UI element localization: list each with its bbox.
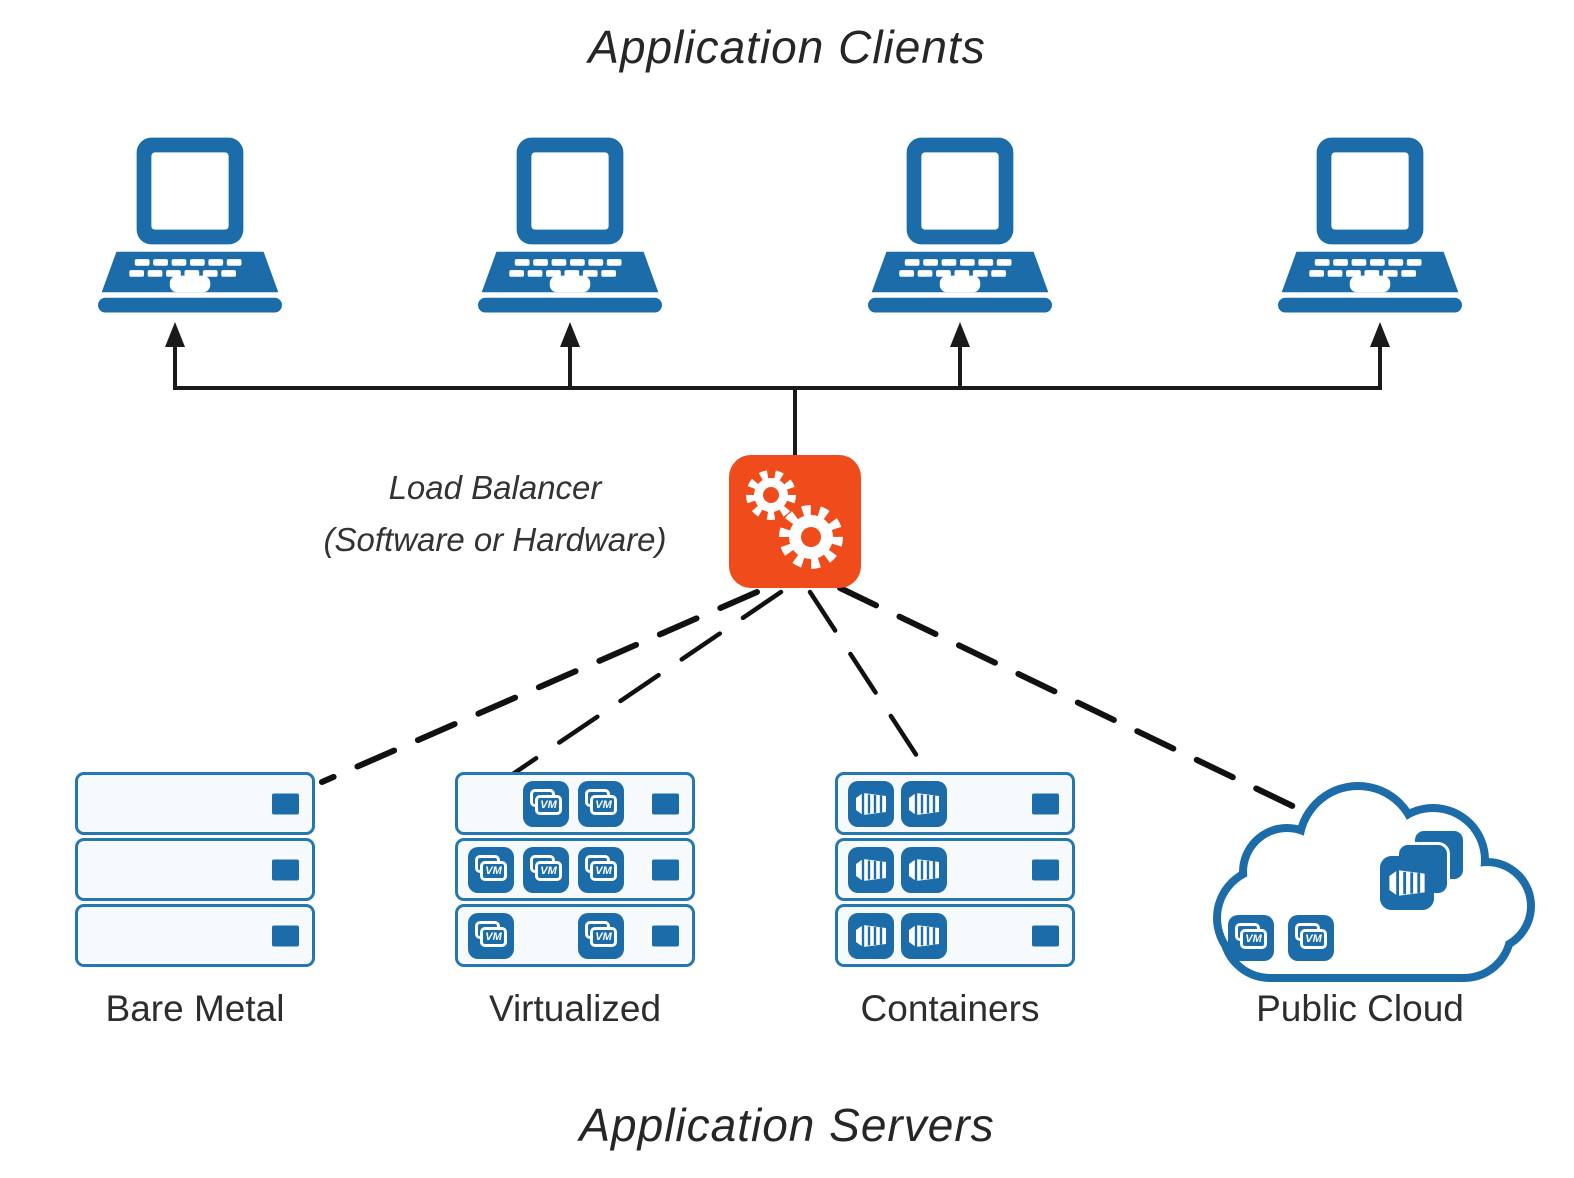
vm-icon: VM <box>578 912 624 959</box>
server-indicator <box>1032 859 1059 880</box>
virtualized-stack: VM VM VM VM VM VM VM <box>455 772 695 970</box>
server-row <box>75 904 315 967</box>
vm-icon: VM <box>523 846 569 893</box>
load-balancer-icon <box>729 455 861 588</box>
container-icon <box>848 780 894 827</box>
server-indicator <box>1032 925 1059 946</box>
laptop-icon <box>98 132 282 320</box>
server-row <box>835 838 1075 901</box>
container-icon <box>901 912 947 959</box>
vm-icon: VM <box>468 846 514 893</box>
server-row <box>835 904 1075 967</box>
server-row: VM VM <box>455 904 695 967</box>
label-bare-metal: Bare Metal <box>105 988 285 1029</box>
load-balancer-label-line1: Load Balancer <box>388 469 602 506</box>
container-icon <box>901 846 947 893</box>
bare-metal-stack <box>75 772 315 970</box>
vm-icon: VM <box>1288 915 1334 961</box>
gears-icon <box>746 470 843 569</box>
vm-icon: VM <box>468 912 514 959</box>
server-indicator <box>652 793 679 814</box>
container-icon <box>848 846 894 893</box>
server-indicator <box>272 925 299 946</box>
laptop-icon <box>868 132 1052 320</box>
server-row: VM VM VM <box>455 838 695 901</box>
vm-icon: VM <box>523 780 569 827</box>
server-indicator <box>652 859 679 880</box>
container-icon <box>848 912 894 959</box>
container-stack-icon <box>1380 856 1434 910</box>
label-public-cloud: Public Cloud <box>1256 988 1464 1029</box>
label-virtualized: Virtualized <box>488 988 662 1029</box>
title-application-clients: Application Clients <box>588 21 986 73</box>
title-application-servers: Application Servers <box>579 1099 995 1151</box>
laptop-icon <box>1278 132 1462 320</box>
server-row <box>835 772 1075 835</box>
server-indicator <box>272 859 299 880</box>
label-containers: Containers <box>860 988 1040 1029</box>
server-row <box>75 772 315 835</box>
containers-stack <box>835 772 1075 970</box>
server-row: VM VM <box>455 772 695 835</box>
vm-icon: VM <box>578 780 624 827</box>
load-balancer-label: Load Balancer (Software or Hardware) <box>295 462 695 566</box>
server-indicator <box>652 925 679 946</box>
vm-icon: VM <box>578 846 624 893</box>
vm-icon: VM <box>1228 915 1274 961</box>
laptop-icon <box>478 132 662 320</box>
server-row <box>75 838 315 901</box>
server-indicator <box>1032 793 1059 814</box>
load-balancer-label-line2: (Software or Hardware) <box>323 521 667 559</box>
laptop-icon-svg <box>98 137 282 313</box>
server-indicator <box>272 793 299 814</box>
container-icon <box>901 780 947 827</box>
public-cloud-group: VM VM <box>1195 768 1535 986</box>
